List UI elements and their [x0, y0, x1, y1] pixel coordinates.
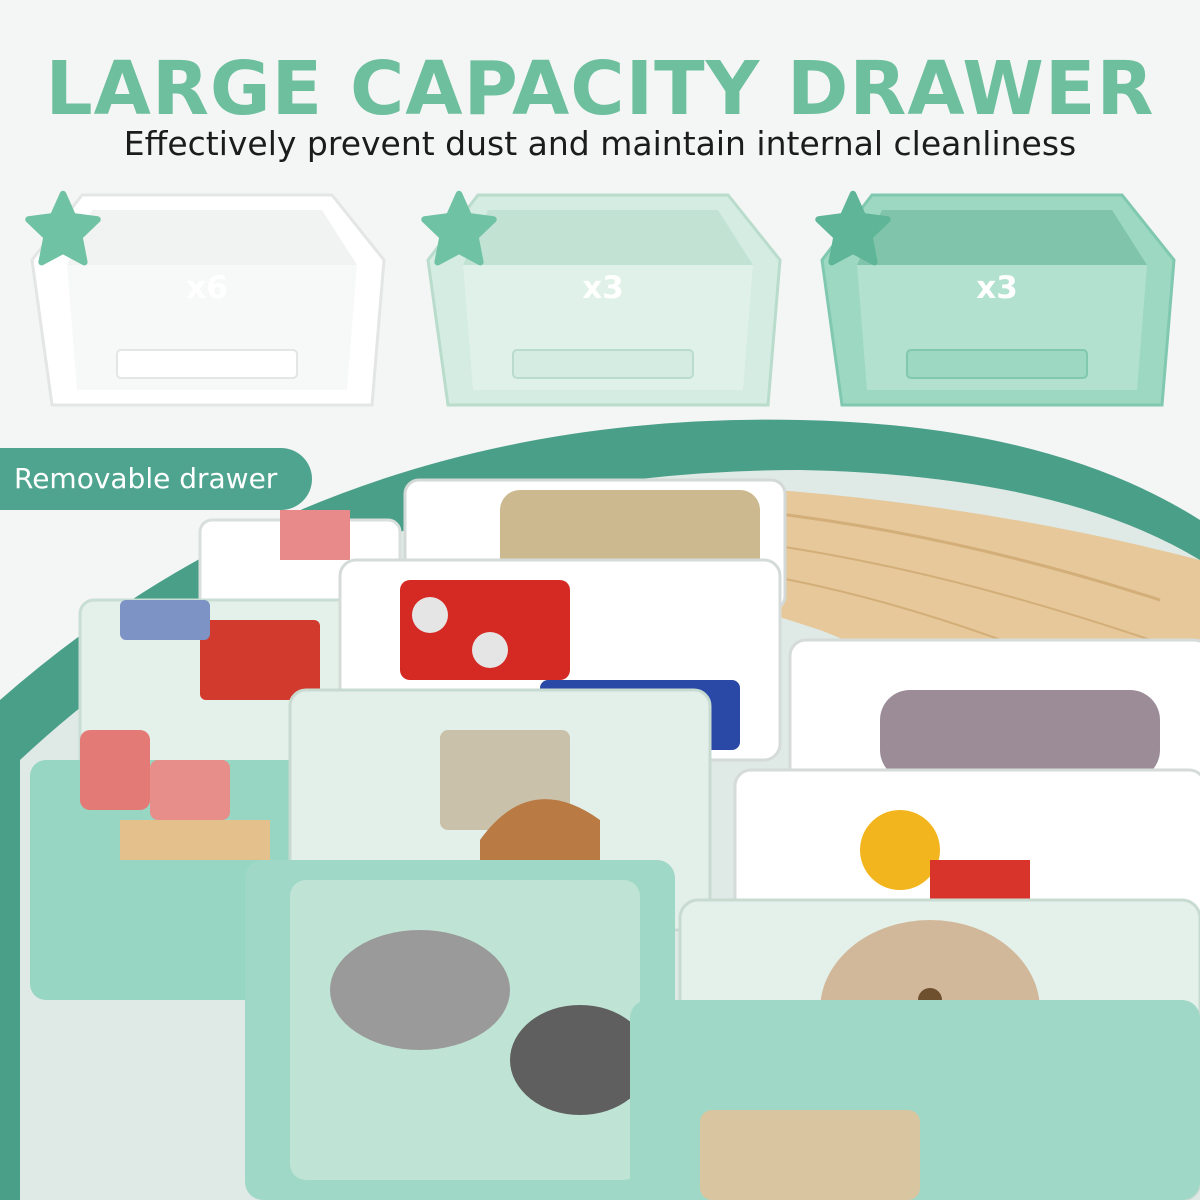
bin-count-label: x6: [186, 270, 228, 306]
bin-pale-green: x3: [418, 190, 788, 440]
page-subtitle: Effectively prevent dust and maintain in…: [123, 124, 1077, 163]
bin-teal: x3: [812, 190, 1182, 440]
star-icon: [815, 190, 891, 266]
removable-drawer-callout: Removable drawer: [0, 448, 312, 510]
bin-count-label: x3: [582, 270, 624, 306]
bin-count-label: x3: [976, 270, 1018, 306]
star-icon: [25, 190, 101, 266]
callout-label: Removable drawer: [14, 462, 278, 495]
bin-white: x6: [22, 190, 392, 440]
star-icon: [421, 190, 497, 266]
page-title: LARGE CAPACITY DRAWER: [45, 46, 1155, 132]
